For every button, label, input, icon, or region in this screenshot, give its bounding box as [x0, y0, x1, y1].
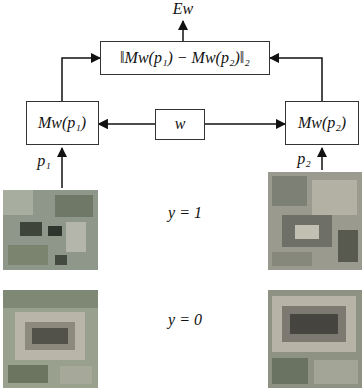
aerial-photo [3, 290, 98, 388]
input-label: p₂ [297, 150, 311, 168]
aerial-photo [3, 190, 98, 270]
connector-arrow [205, 123, 285, 125]
aerial-photo [268, 290, 362, 388]
output-label: Ew [173, 0, 193, 18]
input-label: p₁ [37, 152, 51, 170]
pair-label: y = 1 [168, 204, 202, 222]
node-text: w [175, 115, 186, 133]
output-arrow [182, 21, 184, 41]
node-text: ‖Mw(p₁) − Mw(p₂)‖₂ [120, 49, 250, 67]
node-text: Mw(p₁) [38, 114, 86, 132]
input-arrow [321, 148, 323, 170]
connector-arrow [62, 58, 100, 101]
connector-arrow [99, 123, 156, 125]
network-box: Mw(p₁) [26, 101, 99, 145]
node-text: Mw(p₂) [298, 114, 346, 132]
weights-box: w [155, 109, 205, 140]
connector-arrow [270, 58, 322, 101]
distance-box: ‖Mw(p₁) − Mw(p₂)‖₂ [100, 41, 270, 75]
input-arrow [61, 148, 63, 188]
network-box: Mw(p₂) [285, 101, 359, 145]
pair-label: y = 0 [168, 311, 202, 329]
aerial-photo [268, 172, 362, 270]
